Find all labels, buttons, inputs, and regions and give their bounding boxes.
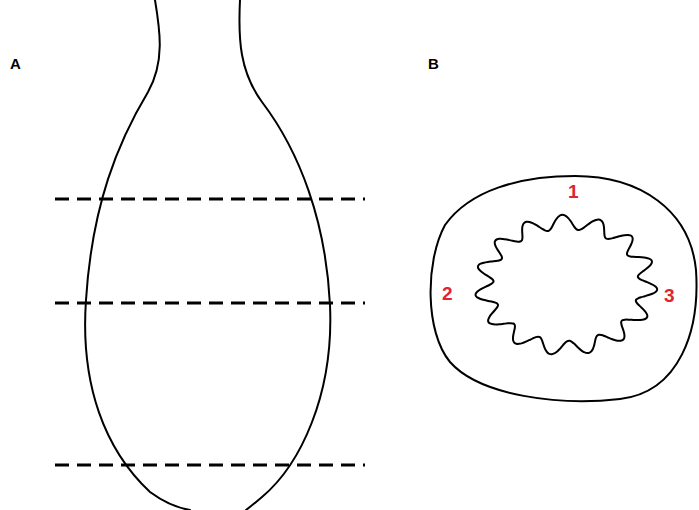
callout-number: 1 [568,182,579,201]
section-line [55,464,365,467]
lumen-folds [476,215,658,354]
organ-outline [85,0,190,510]
section-outline [431,176,697,401]
callout-number: 2 [442,284,453,303]
panel-label: A [10,56,21,71]
callout-number: 3 [664,286,675,305]
panel-label: B [428,56,439,71]
organ-outline [239,0,330,510]
section-line [55,198,365,201]
section-line [55,302,365,305]
